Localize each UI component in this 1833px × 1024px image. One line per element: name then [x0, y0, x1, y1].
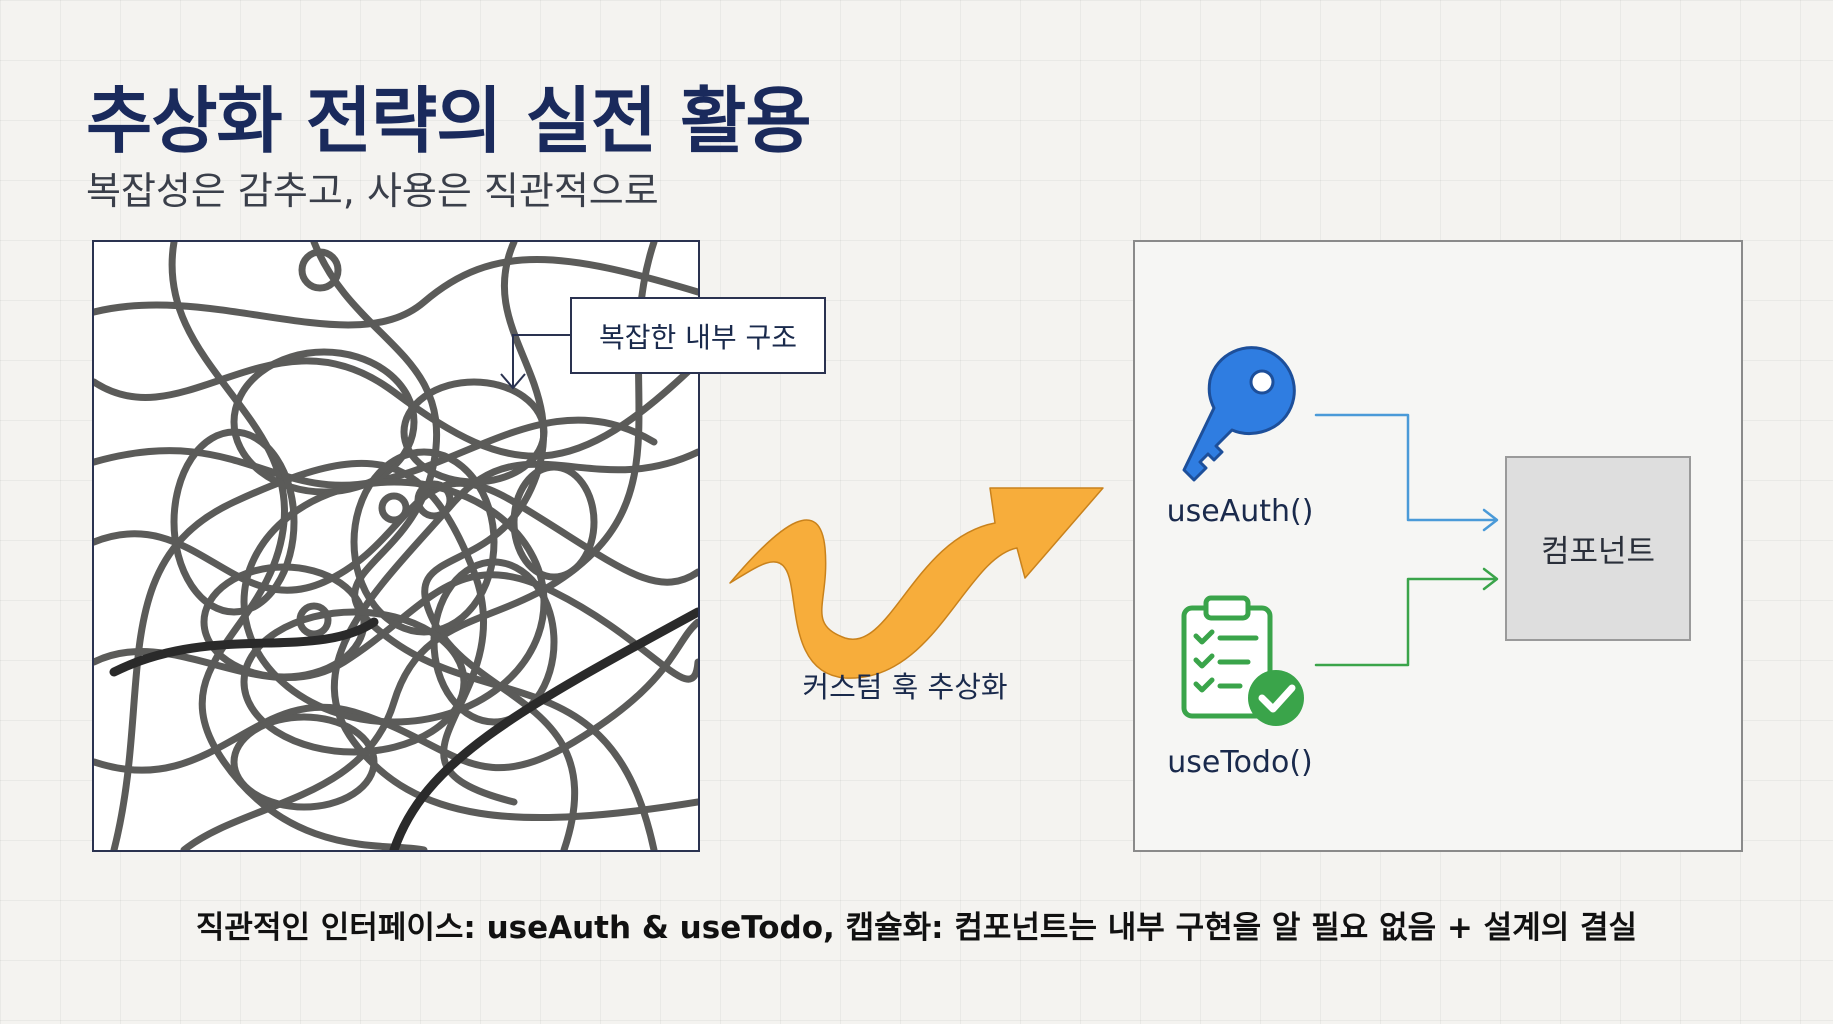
summary-caption: 직관적인 인터페이스: useAuth & useTodo, 캡슐화: 컴포넌트…	[195, 910, 1638, 946]
abstraction-arrow-label: 커스텀 훅 추상화	[802, 670, 1008, 704]
page-title: 추상화 전략의 실전 활용	[86, 79, 812, 163]
complex-structure-callout: 복잡한 내부 구조	[570, 297, 826, 374]
abstraction-arrow-icon	[729, 487, 1104, 679]
clipboard-check-icon	[1181, 595, 1304, 726]
callout-pointer-arrow	[500, 334, 571, 390]
use-todo-label: useTodo()	[1167, 745, 1313, 780]
component-box: 컴포넌트	[1505, 456, 1691, 641]
use-auth-label: useAuth()	[1166, 494, 1314, 529]
key-icon	[1182, 346, 1296, 482]
tangled-rope-illustration	[94, 242, 698, 850]
page-subtitle: 복잡성은 감추고, 사용은 직관적으로	[86, 169, 659, 213]
